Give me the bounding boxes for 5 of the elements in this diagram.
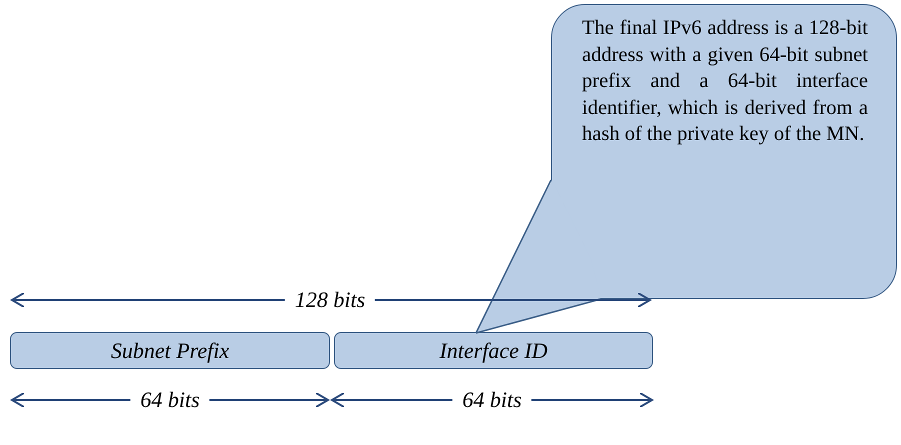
callout-pointer (475, 180, 602, 334)
address-field: Subnet Prefix (10, 332, 330, 369)
address-field: Interface ID (334, 332, 653, 369)
callout-bubble (551, 4, 897, 299)
callout-text: The final IPv6 address is a 128-bit address with a given 64-bit subnet prefix and a 64-bit interface identifier, which is derived from a hash of the private key of the MN. (582, 16, 868, 147)
